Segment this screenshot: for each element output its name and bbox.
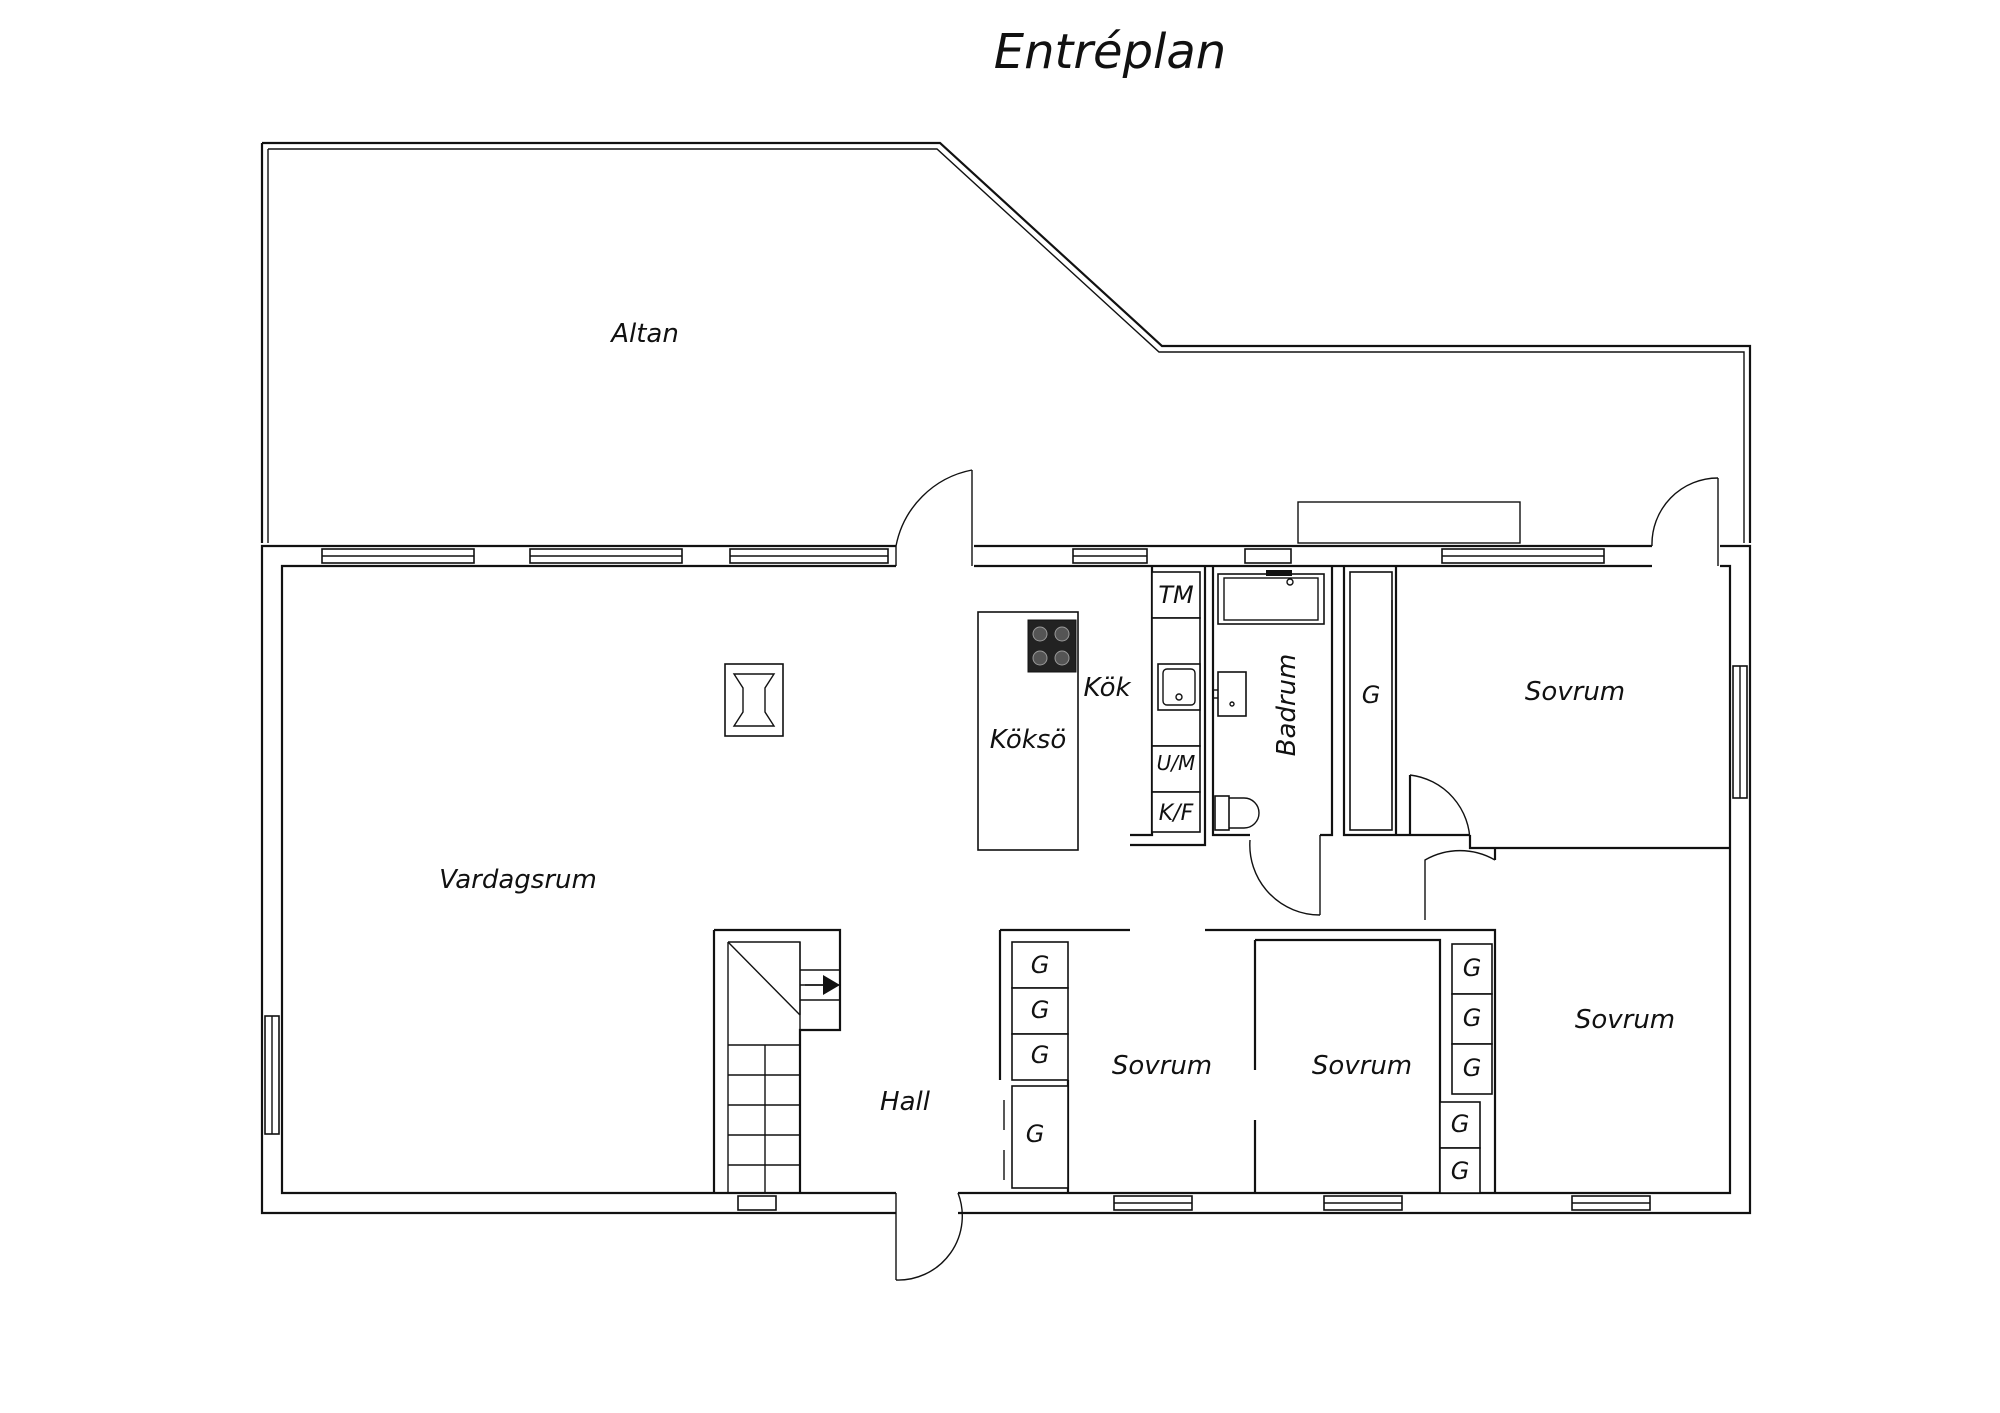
side-windows: [264, 665, 1748, 1135]
wardrobe-label: G: [1451, 1157, 1470, 1185]
room-label-altan: Altan: [609, 319, 679, 349]
deck-outline: [260, 141, 1752, 544]
wardrobe-label: G: [1463, 1004, 1482, 1032]
room-label-sovrum-4: Sovrum: [1575, 1005, 1675, 1035]
deck-door-right[interactable]: [1651, 477, 1719, 566]
room-label-badrum: Badrum: [1272, 654, 1302, 757]
top-windows: [321, 548, 1605, 564]
bottom-windows: [737, 1195, 1651, 1211]
toilet: [1214, 795, 1260, 831]
wardrobe-label: G: [1463, 1054, 1482, 1082]
room-label-sovrum-2: Sovrum: [1112, 1051, 1212, 1081]
plan-title: Entréplan: [994, 24, 1226, 80]
exterior-walls: [260, 544, 1752, 1215]
wardrobe-label: G: [1031, 996, 1050, 1024]
deck-door-gap-right: [1652, 543, 1720, 569]
staircase: [727, 941, 840, 1193]
bathroom-sink: [1214, 671, 1247, 717]
interior-walls: [712, 566, 1730, 1193]
room-label-sovrum-1: Sovrum: [1525, 677, 1625, 707]
room-label-vardagsrum: Vardagsrum: [439, 865, 597, 895]
wardrobe-label: G: [1026, 1120, 1045, 1148]
stair-arrow-icon: [823, 975, 840, 995]
wardrobe-label: G: [1031, 951, 1050, 979]
room-label-kok: Kök: [1083, 673, 1131, 703]
bathtub: [1217, 570, 1325, 625]
wardrobe-label: G: [1362, 681, 1381, 709]
fireplace: [724, 663, 784, 737]
wardrobe-label: G: [1463, 954, 1482, 982]
deck-door-gap-left: [896, 543, 974, 569]
wardrobe-label: G: [1451, 1110, 1470, 1138]
label-um: U/M: [1157, 751, 1196, 775]
entrance-door[interactable]: [895, 1192, 963, 1281]
kitchen-island: [977, 611, 1079, 851]
kitchen-sink: [1157, 663, 1201, 711]
deck-door-left[interactable]: [895, 469, 973, 566]
wardrobe-bedroom-1: [1349, 571, 1393, 831]
wardrobes-bedroom-4: [1439, 943, 1493, 1194]
room-label-sovrum-3: Sovrum: [1312, 1051, 1412, 1081]
wardrobes-hall: [1003, 941, 1069, 1189]
wardrobe-label: G: [1031, 1041, 1050, 1069]
entrance-gap: [896, 1190, 958, 1216]
label-kf: K/F: [1159, 801, 1194, 826]
label-tm: TM: [1158, 581, 1194, 609]
room-label-hall: Hall: [880, 1087, 931, 1117]
room-label-koksoe: Köksö: [990, 725, 1067, 755]
